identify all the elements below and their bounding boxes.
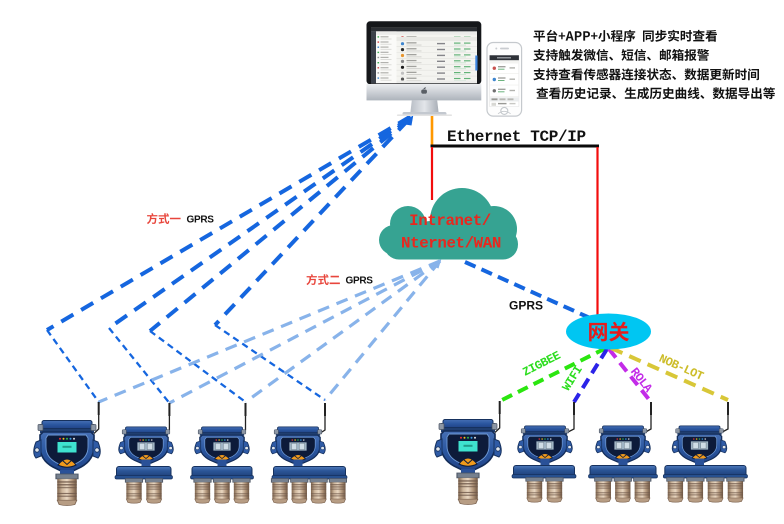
svg-text:Ethernet TCP/IP: Ethernet TCP/IP: [447, 128, 586, 146]
svg-text:Nternet/WAN: Nternet/WAN: [401, 235, 501, 253]
svg-text:GPRS: GPRS: [509, 299, 543, 313]
svg-text:GPRS: GPRS: [346, 276, 374, 287]
svg-text:Intranet/: Intranet/: [409, 212, 491, 230]
svg-text:GPRS: GPRS: [187, 215, 215, 226]
